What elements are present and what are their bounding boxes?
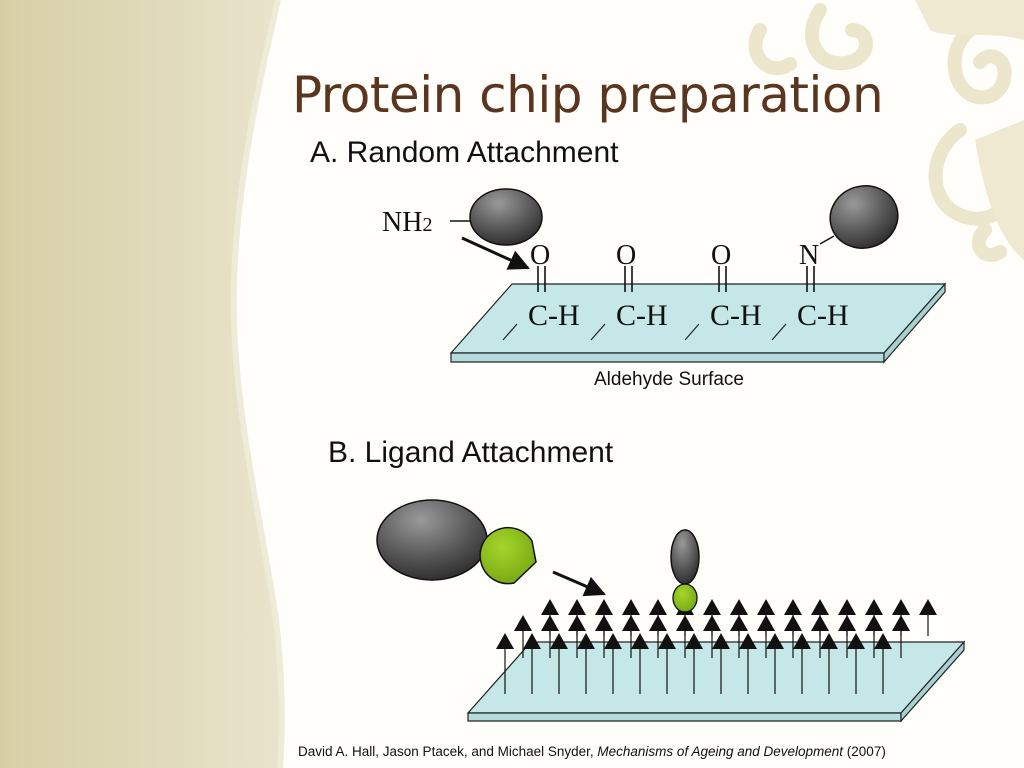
aldehyde-group-1: C-H	[528, 299, 580, 332]
ligand-head	[577, 633, 595, 649]
ligand-head	[784, 599, 802, 615]
ligand-head	[649, 615, 667, 631]
ligand-head	[550, 633, 568, 649]
bond-atom-2: O	[616, 240, 636, 271]
ligand-head	[685, 633, 703, 649]
ligand-head	[892, 615, 910, 631]
free-protein	[376, 499, 488, 581]
ligand-head	[496, 633, 514, 649]
ligand-head	[838, 615, 856, 631]
ligand-head	[811, 615, 829, 631]
ligand-head	[712, 633, 730, 649]
protein-1	[469, 188, 543, 246]
ligand-head	[514, 615, 532, 631]
panel-a-heading: A. Random Attachment	[310, 136, 619, 169]
ligand-head	[703, 599, 721, 615]
ligand-head	[658, 633, 676, 649]
ligand-head	[847, 633, 865, 649]
ligand-head	[604, 633, 622, 649]
ligand-head	[676, 615, 694, 631]
ligand-head	[865, 599, 883, 615]
ligand-head	[838, 599, 856, 615]
ligand-head	[703, 615, 721, 631]
ligand-head	[811, 599, 829, 615]
ligand-head	[820, 633, 838, 649]
ligand-binding-partner	[479, 526, 537, 585]
citation-year: (2007)	[843, 744, 886, 759]
double-bonds	[537, 266, 815, 292]
aldehyde-group-4: C-H	[797, 299, 849, 332]
ligand-head	[523, 633, 541, 649]
ligand-head	[595, 615, 613, 631]
binding-arrow	[552, 570, 606, 597]
ligand-head	[757, 615, 775, 631]
ligand-head	[568, 599, 586, 615]
ligand-head	[757, 599, 775, 615]
bond-atom-3: O	[711, 240, 731, 271]
bond-atom-4: N	[799, 240, 819, 271]
protein-2	[829, 185, 899, 249]
ligand-head	[730, 615, 748, 631]
ligand-head	[541, 599, 559, 615]
ligand-head	[730, 599, 748, 615]
ligand-head	[892, 599, 910, 615]
ligand-head	[739, 633, 757, 649]
ligand-head	[541, 615, 559, 631]
ligand-head	[784, 615, 802, 631]
citation: David A. Hall, Jason Ptacek, and Michael…	[298, 744, 886, 759]
ligand-head	[793, 633, 811, 649]
ligand-head	[919, 599, 937, 615]
bound-protein	[670, 529, 700, 585]
panel-a-aldehyde-slide	[449, 282, 947, 364]
panel-b-heading: B. Ligand Attachment	[328, 436, 614, 469]
ligand-head	[595, 599, 613, 615]
ligand-head	[622, 599, 640, 615]
ligand-head	[631, 633, 649, 649]
bound-ligand	[672, 583, 698, 613]
citation-authors: David A. Hall, Jason Ptacek, and Michael…	[298, 744, 598, 759]
ligand-head	[622, 615, 640, 631]
ligand-head	[568, 615, 586, 631]
surface-bond-lines	[502, 323, 787, 341]
ligand-head	[766, 633, 784, 649]
amine-label: NH2	[382, 207, 432, 238]
protein-2-bond	[819, 235, 835, 245]
slide-title: Protein chip preparation	[292, 66, 884, 124]
aldehyde-group-3: C-H	[710, 299, 762, 332]
bond-atom-1: O	[530, 240, 550, 271]
surface-label: Aldehyde Surface	[594, 369, 744, 390]
attachment-arrow	[461, 236, 530, 270]
aldehyde-group-2: C-H	[616, 299, 668, 332]
ligand-head	[874, 633, 892, 649]
ligand-array	[496, 599, 937, 694]
citation-journal: Mechanisms of Ageing and Development	[597, 744, 844, 759]
ligand-head	[865, 615, 883, 631]
panel-b-ligand-slide	[466, 640, 966, 723]
ligand-head	[649, 599, 667, 615]
